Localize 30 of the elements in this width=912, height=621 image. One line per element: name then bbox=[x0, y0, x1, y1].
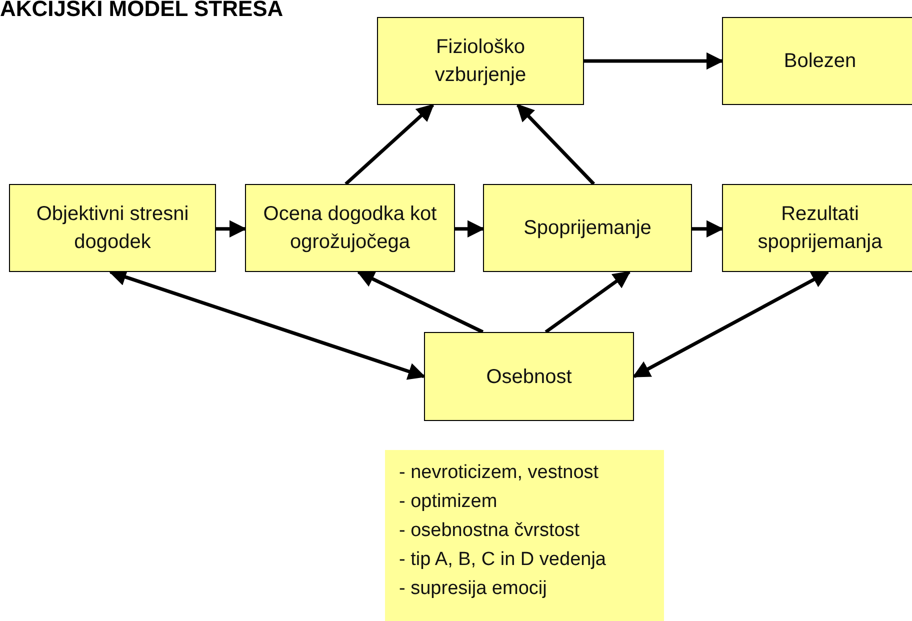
arrow bbox=[692, 220, 724, 238]
node-label: Spoprijemanje bbox=[524, 216, 652, 241]
arrow bbox=[356, 270, 484, 334]
arrow bbox=[544, 270, 631, 334]
process-box bbox=[424, 332, 634, 421]
arrow bbox=[516, 104, 596, 186]
arrow bbox=[216, 220, 247, 238]
list-item: - tip A, B, C in D vedenja bbox=[399, 548, 606, 572]
arrow bbox=[584, 52, 724, 70]
arrow bbox=[632, 270, 830, 378]
node-label: Rezultati spoprijemanja bbox=[756, 202, 884, 255]
process-box bbox=[9, 184, 216, 272]
diagram-title: AKCIJSKI MODEL STRESA bbox=[0, 0, 284, 22]
list-item: - supresija emocij bbox=[399, 577, 547, 601]
arrow bbox=[455, 220, 485, 238]
list-item: - nevroticizem, vestnost bbox=[399, 461, 599, 485]
process-box bbox=[722, 184, 912, 272]
process-box bbox=[245, 184, 455, 272]
process-box bbox=[722, 17, 912, 105]
node-label: Ocena dogodka kot ogrožujočega bbox=[262, 202, 438, 255]
arrow bbox=[344, 104, 434, 186]
note-box bbox=[385, 450, 664, 621]
process-box bbox=[377, 17, 584, 105]
node-label: Fiziološko vzburjenje bbox=[434, 35, 528, 88]
list-item: - osebnostna čvrstost bbox=[399, 519, 580, 543]
node-label: Objektivni stresni dogodek bbox=[35, 202, 190, 255]
node-label: Bolezen bbox=[784, 49, 856, 74]
node-label: Osebnost bbox=[486, 364, 572, 390]
list-item: - optimizem bbox=[399, 490, 498, 514]
process-box bbox=[483, 184, 692, 272]
